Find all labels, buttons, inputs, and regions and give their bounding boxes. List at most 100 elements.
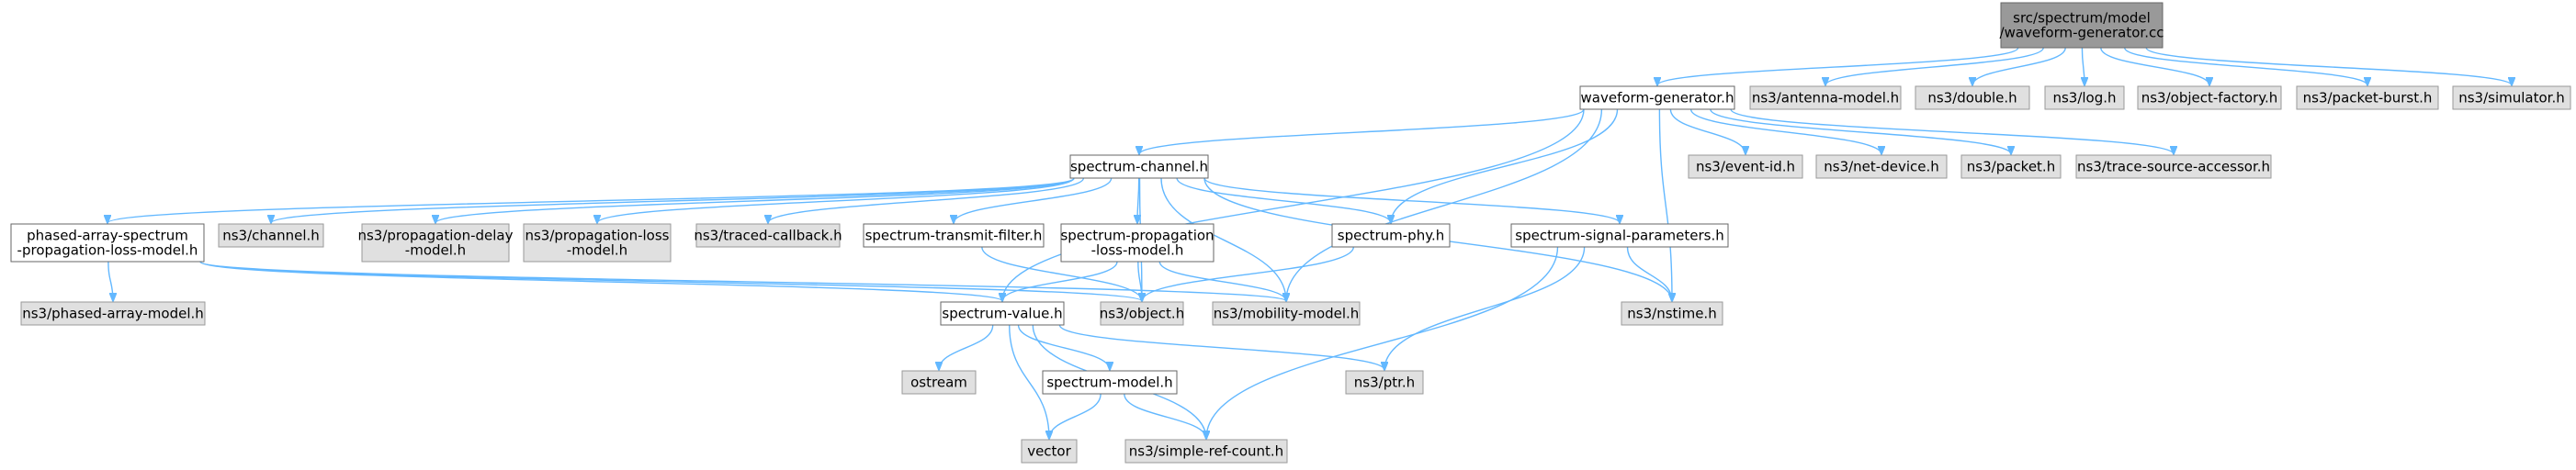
node-channel: ns3/channel.h — [218, 223, 324, 248]
edge-specchan-to-sigparams — [1203, 177, 1620, 223]
node-simplerc: ns3/simple-ref-count.h — [1124, 439, 1288, 464]
node-tracedcb: ns3/traced-callback.h — [694, 223, 842, 248]
node-box — [361, 223, 510, 263]
node-label: ns3/channel.h — [222, 228, 320, 244]
node-label: -model.h — [405, 242, 466, 259]
node-box — [1688, 154, 1803, 179]
edge-phasedloss-to-phasedmodel — [107, 261, 113, 301]
node-phasedmodel: ns3/phased-array-model.h — [20, 301, 206, 326]
node-label: ns3/object-factory.h — [2141, 90, 2278, 106]
node-objfactory: ns3/object-factory.h — [2137, 85, 2282, 110]
node-label: ns3/packet.h — [1967, 159, 2055, 175]
node-box — [1042, 370, 1178, 395]
node-label: ns3/propagation-loss — [525, 228, 669, 244]
edge-txfilter-to-object — [981, 246, 1142, 301]
node-specmodel[interactable]: spectrum-model.h — [1042, 370, 1178, 395]
edge-wfgen_h-to-specchan — [1139, 108, 1585, 154]
node-label: ns3/trace-source-accessor.h — [2077, 159, 2270, 175]
node-nstime: ns3/nstime.h — [1621, 301, 1723, 326]
edge-wfgen_h-to-specphy — [1391, 108, 1619, 223]
node-label: ns3/traced-callback.h — [694, 228, 842, 244]
edge-root-to-pktburst — [2124, 47, 2367, 85]
node-sigparams[interactable]: spectrum-signal-parameters.h — [1510, 223, 1729, 248]
node-box — [1100, 301, 1184, 326]
node-box — [218, 223, 324, 248]
edge-root-to-simulator — [2145, 47, 2512, 85]
edge-wfgen_h-to-eventid — [1669, 108, 1746, 154]
node-specphy[interactable]: spectrum-phy.h — [1331, 223, 1451, 248]
node-label: ns3/simple-ref-count.h — [1129, 443, 1283, 460]
node-label: spectrum-channel.h — [1070, 159, 1208, 175]
node-box — [1960, 154, 2062, 179]
node-root[interactable]: src/spectrum/model/waveform-generator.cc — [2000, 2, 2164, 49]
node-label: spectrum-phy.h — [1338, 228, 1444, 244]
node-txfilter[interactable]: spectrum-transmit-filter.h — [863, 223, 1045, 248]
node-label: spectrum-transmit-filter.h — [865, 228, 1043, 244]
node-label: vector — [1027, 443, 1071, 460]
node-box — [863, 223, 1045, 248]
edge-sigparams-to-nstime — [1626, 246, 1673, 301]
node-box — [2044, 85, 2125, 110]
node-phasedloss[interactable]: phased-array-spectrum-propagation-loss-m… — [10, 223, 205, 263]
edge-specmodel-to-simplerc — [1124, 393, 1206, 439]
node-label: ostream — [910, 375, 967, 391]
edge-specchan-to-proploss — [597, 177, 1075, 223]
node-ostream: ostream — [901, 370, 977, 395]
node-box — [901, 370, 977, 395]
edge-root-to-antenna — [1825, 47, 2044, 85]
edge-specvalue-to-ostream — [939, 324, 994, 370]
edges-layer — [107, 47, 2512, 439]
edge-specphy-to-object — [1142, 246, 1354, 301]
node-label: ns3/antenna-model.h — [1752, 90, 1899, 106]
node-box — [2296, 85, 2439, 110]
edge-specprop-to-specvalue — [1002, 261, 1118, 301]
node-box — [1579, 85, 1735, 110]
node-wfgen_h[interactable]: waveform-generator.h — [1579, 85, 1735, 110]
node-label: ns3/nstime.h — [1627, 306, 1716, 322]
node-box — [1331, 223, 1451, 248]
node-box — [1021, 439, 1078, 464]
node-box — [1621, 301, 1723, 326]
node-label: -propagation-loss-model.h — [17, 242, 198, 259]
node-box — [10, 223, 205, 263]
node-object: ns3/object.h — [1100, 301, 1184, 326]
node-box — [1060, 223, 1215, 263]
node-label: ns3/net-device.h — [1824, 159, 1939, 175]
node-label: ns3/propagation-delay — [357, 228, 513, 244]
nodes-layer: src/spectrum/model/waveform-generator.cc… — [10, 2, 2571, 464]
node-label: phased-array-spectrum — [27, 228, 188, 244]
node-mobility: ns3/mobility-model.h — [1212, 301, 1361, 326]
node-box — [2137, 85, 2282, 110]
node-simulator: ns3/simulator.h — [2452, 85, 2571, 110]
node-label: ns3/phased-array-model.h — [22, 306, 204, 322]
node-specvalue[interactable]: spectrum-value.h — [940, 301, 1065, 326]
node-specchan[interactable]: spectrum-channel.h — [1069, 154, 1209, 179]
edge-root-to-wfgen_h — [1657, 47, 2019, 85]
edge-specvalue-to-specmodel — [1017, 324, 1111, 370]
edge-wfgen_h-to-mobility — [1286, 108, 1603, 301]
node-specprop[interactable]: spectrum-propagation-loss-model.h — [1060, 223, 1215, 263]
node-box — [1815, 154, 1948, 179]
edge-root-to-objfactory — [2100, 47, 2209, 85]
edge-specchan-to-mobility — [1160, 177, 1286, 301]
node-double: ns3/double.h — [1915, 85, 2030, 110]
node-box — [1915, 85, 2030, 110]
node-label: ns3/ptr.h — [1354, 375, 1415, 391]
node-netdevice: ns3/net-device.h — [1815, 154, 1948, 179]
node-tracesrc: ns3/trace-source-accessor.h — [2075, 154, 2272, 179]
node-box — [940, 301, 1065, 326]
edge-specchan-to-specprop — [1137, 177, 1139, 223]
node-label: ns3/log.h — [2052, 90, 2116, 106]
node-eventid: ns3/event-id.h — [1688, 154, 1803, 179]
node-box — [1749, 85, 1902, 110]
edge-wfgen_h-to-packet — [1710, 108, 2011, 154]
node-label: ns3/packet-burst.h — [2303, 90, 2433, 106]
edge-root-to-log — [2082, 47, 2085, 85]
node-propdelay: ns3/propagation-delay-model.h — [357, 223, 514, 263]
node-log: ns3/log.h — [2044, 85, 2125, 110]
node-label: /waveform-generator.cc — [2000, 25, 2164, 41]
node-vector: vector — [1021, 439, 1078, 464]
node-box — [2000, 2, 2164, 49]
node-label: -model.h — [567, 242, 627, 259]
